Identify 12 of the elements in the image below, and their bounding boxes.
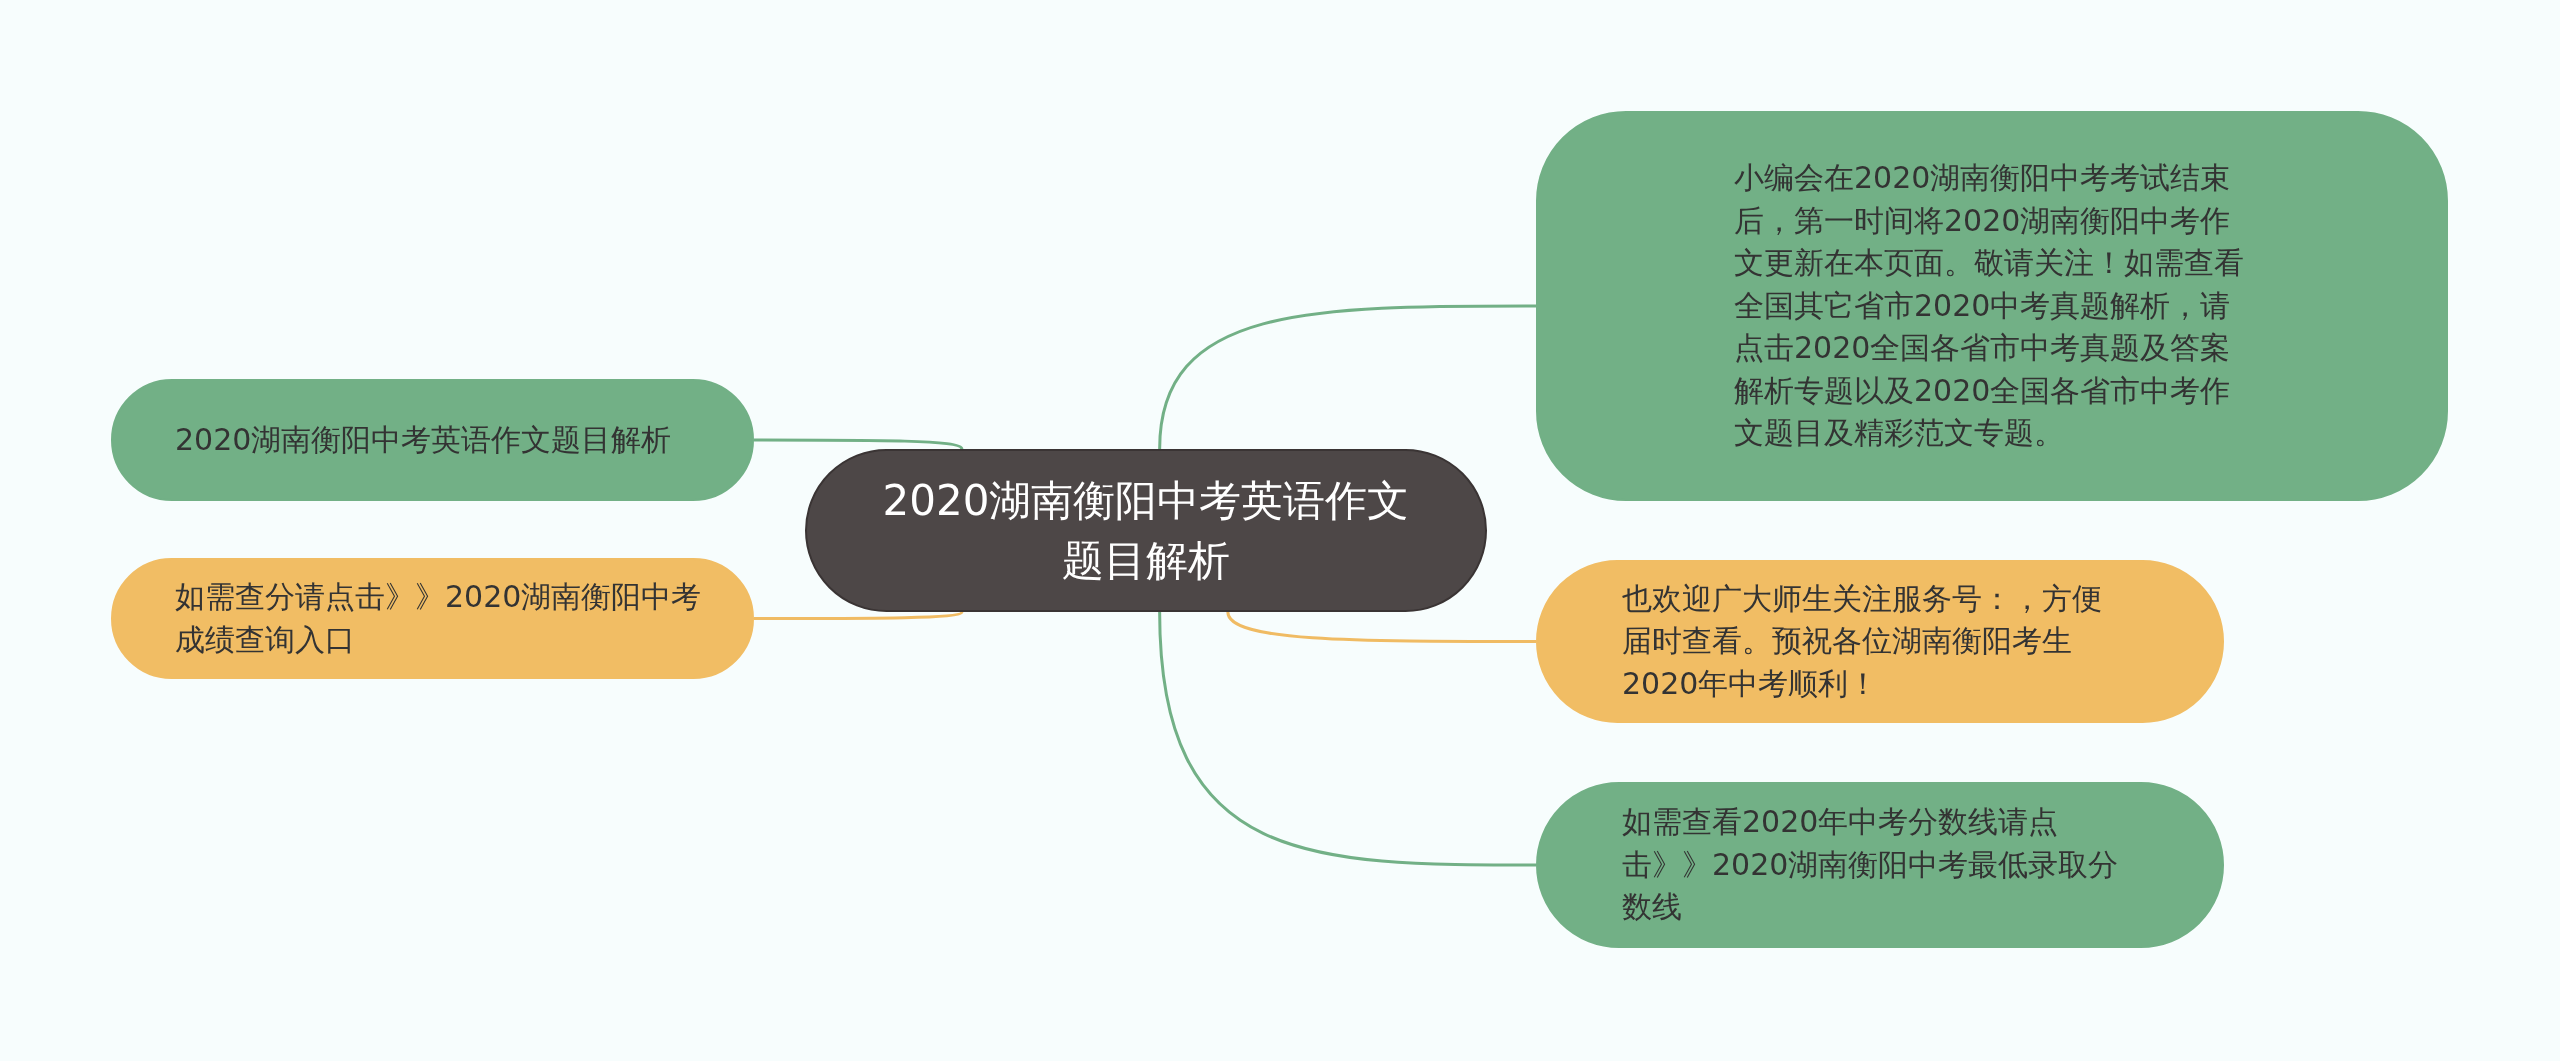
topic-text: 小编会在2020湖南衡阳中考考试结束后，第一时间将2020湖南衡阳中考作文更新在本页面。敬请关注！如需查看全国其它省市2020中考真题解析，请点击2020全国各省市中考真题及答案解析专题以及2020全国各省市中考作文题目及精彩范文专题。: [1734, 158, 2245, 453]
connector-line: [754, 610, 963, 620]
topic-text: 如需查看2020年中考分数线请点击》》2020湖南衡阳中考最低录取分数线: [1622, 803, 2120, 927]
topic-box: [1536, 111, 2448, 501]
topic-text: 2020湖南衡阳中考英语作文题目解析: [881, 474, 1411, 587]
topic-text: 如需查分请点击》》2020湖南衡阳中考成绩查询入口: [175, 577, 702, 659]
connector-line: [1226, 611, 1536, 643]
connector-line: [1158, 611, 1536, 867]
topic-text: 也欢迎广大师生关注服务号：，方便届时查看。预祝各位湖南衡阳考生2020年中考顺利！: [1622, 579, 2103, 703]
connector-line: [754, 438, 963, 450]
topic-text: 2020湖南衡阳中考英语作文题目解析: [175, 420, 672, 459]
connector-line: [1158, 304, 1536, 450]
